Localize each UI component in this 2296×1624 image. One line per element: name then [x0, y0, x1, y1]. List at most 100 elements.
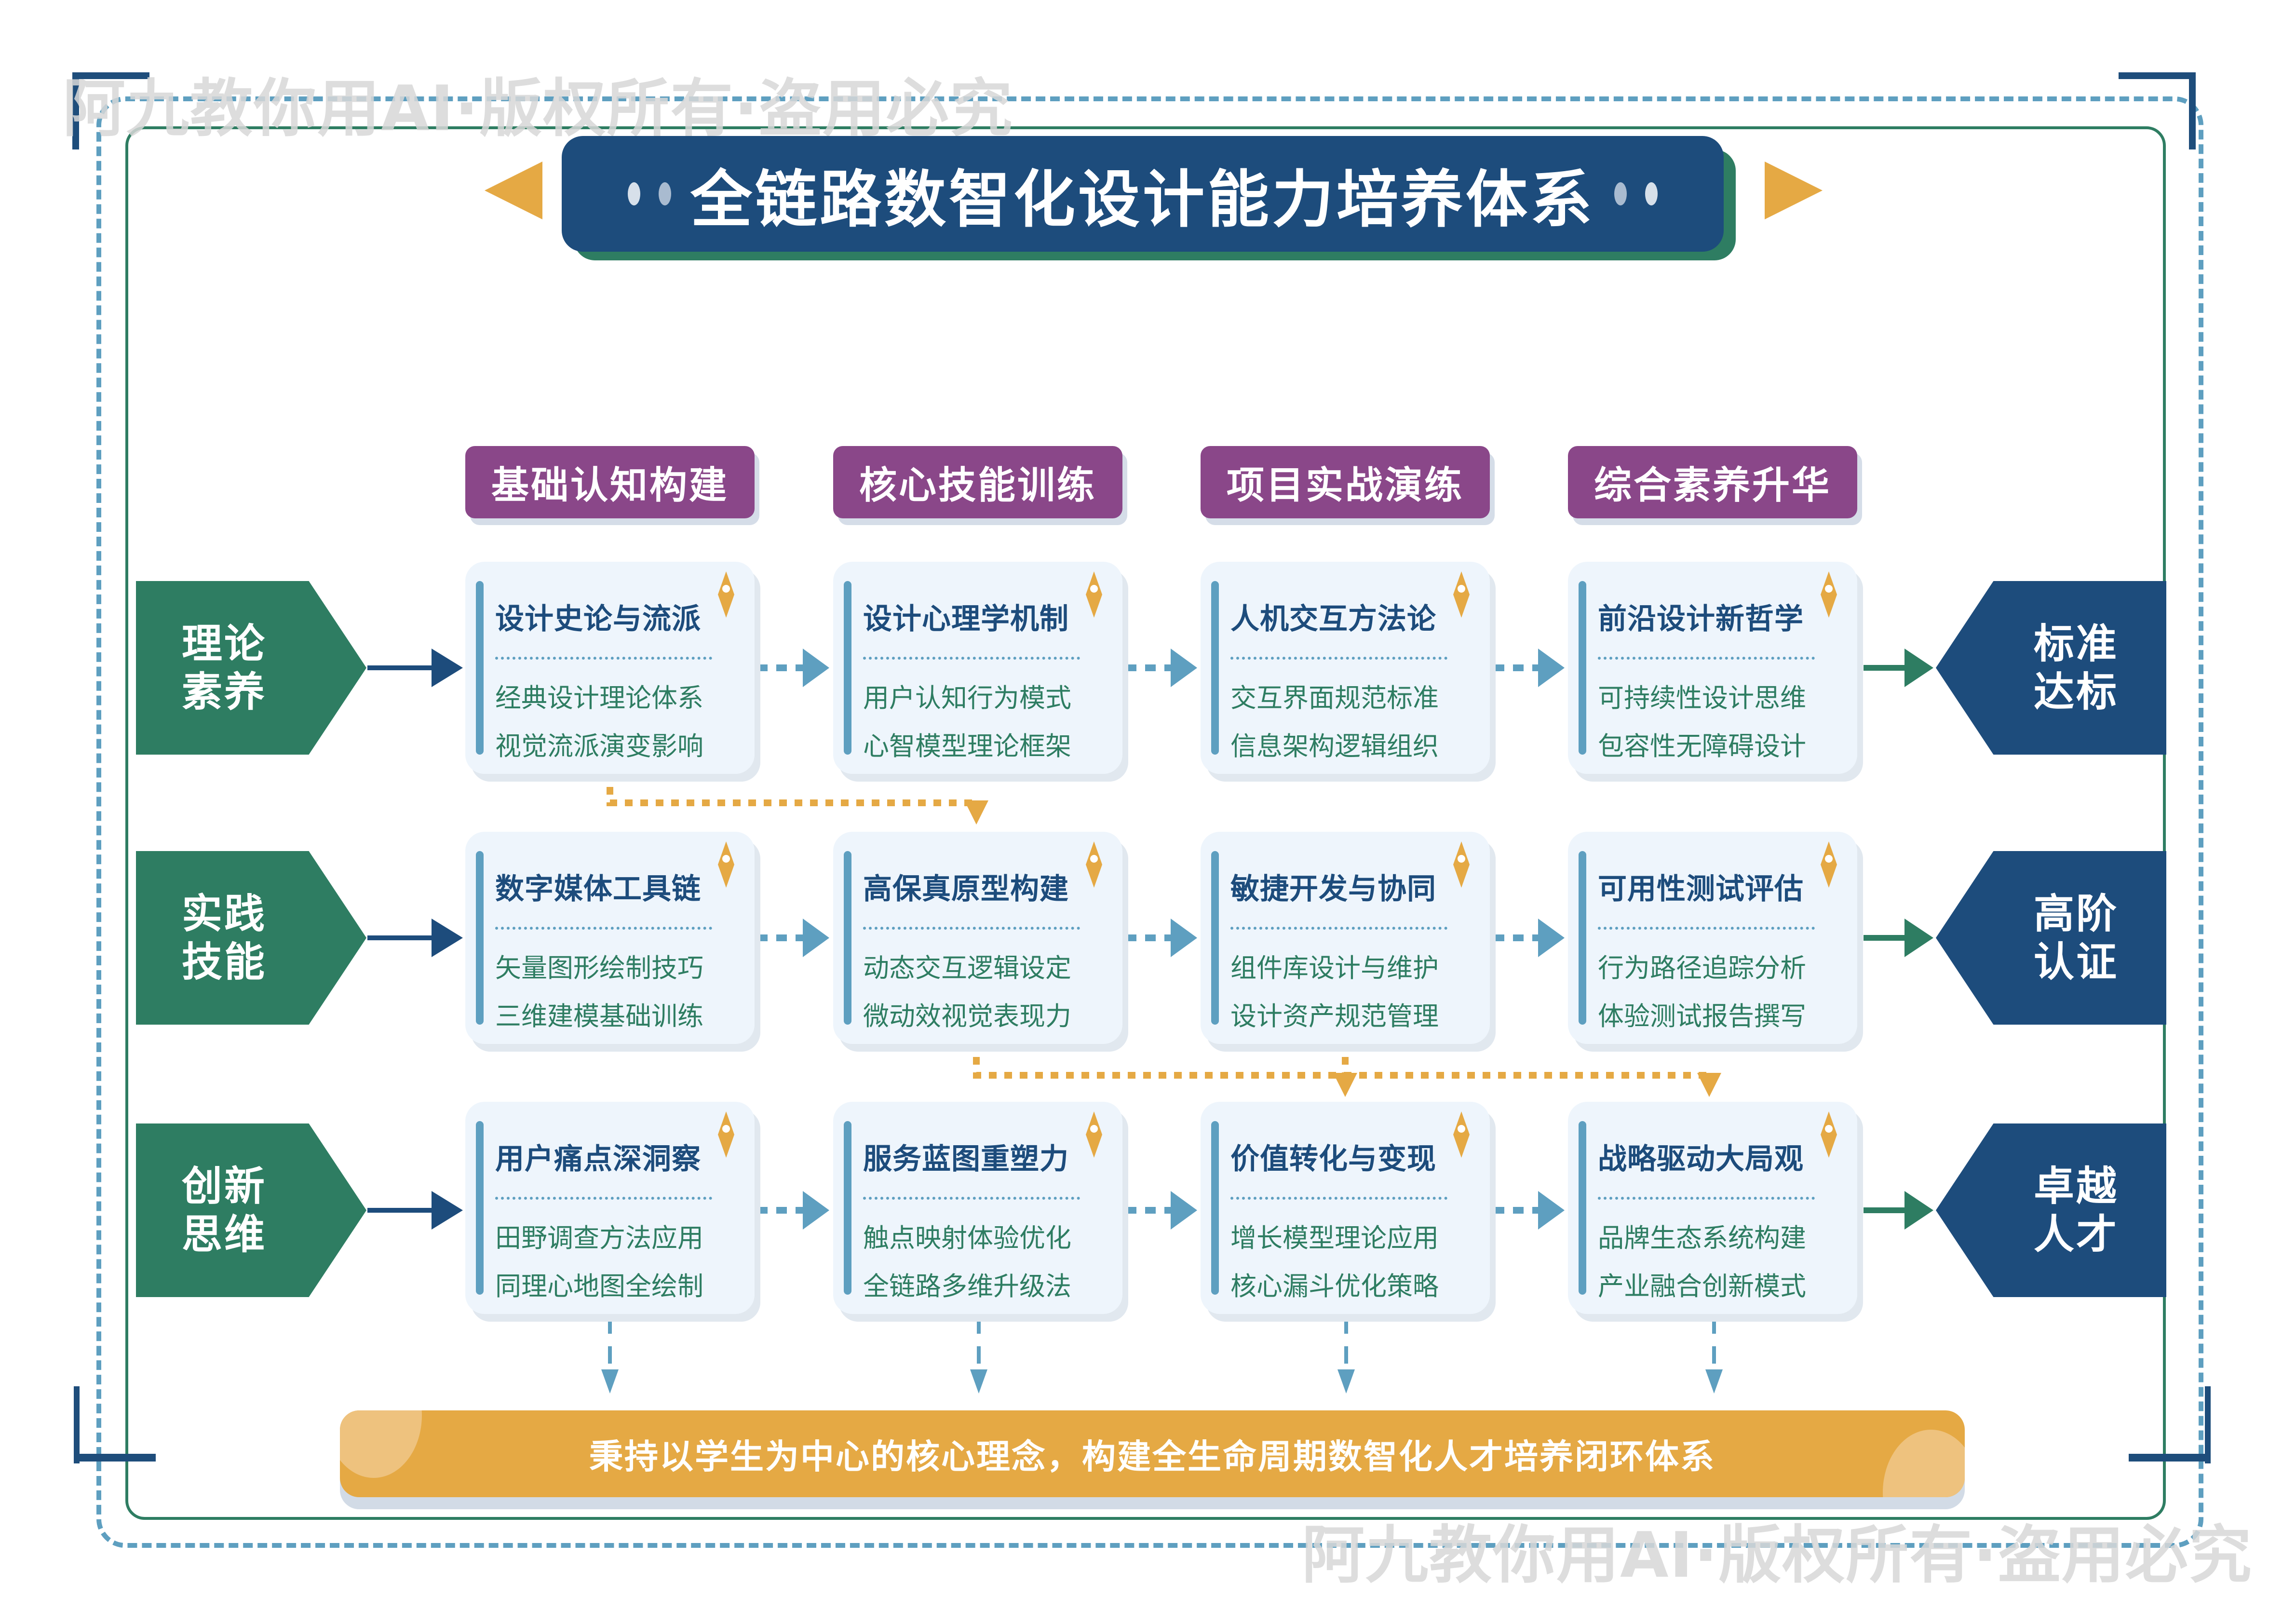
diamond-pin-icon	[1821, 1111, 1837, 1158]
card-accent-bar	[844, 851, 851, 1025]
card-title: 战略驱动大局观	[1598, 1142, 1804, 1176]
card-accent-bar	[1579, 1121, 1586, 1295]
card-usability-testing: 可用性测试评估 行为路径追踪分析 体验测试报告撰写	[1568, 832, 1857, 1044]
watermark-bottom: 阿九教你用AI·版权所有·盗用必究	[1302, 1518, 2253, 1592]
card-title: 服务蓝图重塑力	[863, 1142, 1069, 1176]
diamond-pin-icon	[718, 1111, 734, 1158]
card-item: 全链路多维升级法	[863, 1271, 1071, 1301]
card-strategic-vision: 战略驱动大局观 品牌生态系统构建 产业融合创新模式	[1568, 1102, 1857, 1314]
card-hifi-prototype: 高保真原型构建 动态交互逻辑设定 微动效视觉表现力	[833, 832, 1122, 1044]
card-item: 微动效视觉表现力	[863, 1001, 1071, 1031]
diamond-pin-icon	[1453, 841, 1470, 888]
outcome-label-excellent-talent: 卓越人才	[1936, 1123, 2166, 1297]
column-header-sublimation: 综合素养升华	[1568, 446, 1857, 518]
card-item: 三维建模基础训练	[495, 1001, 703, 1031]
card-accent-bar	[1211, 851, 1219, 1025]
card-divider	[863, 657, 1080, 660]
card-title: 高保真原型构建	[863, 872, 1069, 906]
row-label-theory: 理论素养	[136, 581, 366, 755]
footer-text: 秉持以学生为中心的核心理念，构建全生命周期数智化人才培养闭环体系	[589, 1436, 1715, 1476]
card-divider	[1598, 927, 1815, 930]
card-title: 敏捷开发与协同	[1230, 872, 1436, 906]
card-divider	[495, 927, 712, 930]
row-label-innovation: 创新思维	[136, 1123, 366, 1297]
column-header-project-practice: 项目实战演练	[1201, 446, 1490, 518]
card-digital-media-toolchain: 数字媒体工具链 矢量图形绘制技巧 三维建模基础训练	[465, 832, 755, 1044]
card-divider	[1598, 1197, 1815, 1200]
column-header-foundation: 基础认知构建	[465, 446, 755, 518]
diamond-pin-icon	[1821, 571, 1837, 618]
card-title: 人机交互方法论	[1230, 602, 1436, 636]
diamond-pin-icon	[1086, 1111, 1102, 1158]
title-dots-right-icon	[1614, 182, 1658, 205]
page-title: 全链路数智化设计能力培养体系	[690, 163, 1595, 236]
card-hci-methodology: 人机交互方法论 交互界面规范标准 信息架构逻辑组织	[1201, 562, 1490, 774]
card-item: 田野调查方法应用	[495, 1223, 703, 1253]
card-title: 价值转化与变现	[1230, 1142, 1436, 1176]
decorative-blob	[1883, 1430, 1965, 1497]
card-divider	[863, 927, 1080, 930]
card-title: 设计史论与流派	[495, 602, 701, 636]
title-dots-left-icon	[627, 182, 671, 205]
watermark-top: 阿九教你用AI·版权所有·盗用必究	[63, 72, 1013, 145]
card-accent-bar	[1211, 581, 1219, 755]
card-item: 用户认知行为模式	[863, 683, 1071, 713]
card-item: 增长模型理论应用	[1230, 1223, 1439, 1253]
card-value-conversion: 价值转化与变现 增长模型理论应用 核心漏斗优化策略	[1201, 1102, 1490, 1314]
card-item: 矢量图形绘制技巧	[495, 953, 703, 983]
diamond-pin-icon	[718, 571, 734, 618]
card-divider	[1598, 657, 1815, 660]
card-item: 品牌生态系统构建	[1598, 1223, 1806, 1253]
card-title: 用户痛点深洞察	[495, 1142, 701, 1176]
card-title: 前沿设计新哲学	[1598, 602, 1804, 636]
card-divider	[1230, 1197, 1447, 1200]
card-item: 组件库设计与维护	[1230, 953, 1439, 983]
card-accent-bar	[1579, 581, 1586, 755]
card-accent-bar	[476, 581, 484, 755]
inner-frame	[125, 126, 2166, 1520]
title-right-triangle-icon	[1765, 162, 1823, 219]
card-item: 视觉流派演变影响	[495, 731, 703, 761]
card-item: 可持续性设计思维	[1598, 683, 1806, 713]
card-service-blueprint: 服务蓝图重塑力 触点映射体验优化 全链路多维升级法	[833, 1102, 1122, 1314]
outcome-label-standard: 标准达标	[1936, 581, 2166, 755]
card-accent-bar	[1211, 1121, 1219, 1295]
card-item: 产业融合创新模式	[1598, 1271, 1806, 1301]
card-agile-collaboration: 敏捷开发与协同 组件库设计与维护 设计资产规范管理	[1201, 832, 1490, 1044]
title-left-triangle-icon	[485, 162, 542, 219]
card-divider	[1230, 927, 1447, 930]
card-frontier-philosophy: 前沿设计新哲学 可持续性设计思维 包容性无障碍设计	[1568, 562, 1857, 774]
arrow-down-icon	[601, 1316, 1723, 1394]
card-title: 数字媒体工具链	[495, 872, 701, 906]
card-item: 心智模型理论框架	[863, 731, 1071, 761]
card-item: 同理心地图全绘制	[495, 1271, 703, 1301]
card-divider	[1230, 657, 1447, 660]
card-item: 经典设计理论体系	[495, 683, 703, 713]
card-accent-bar	[844, 581, 851, 755]
arrow-right-icon	[1864, 649, 1933, 1230]
card-item: 触点映射体验优化	[863, 1223, 1071, 1253]
card-accent-bar	[476, 1121, 484, 1295]
card-divider	[863, 1197, 1080, 1200]
diamond-pin-icon	[1086, 841, 1102, 888]
card-item: 动态交互逻辑设定	[863, 953, 1071, 983]
orange-dotted-connector	[607, 771, 1709, 1079]
column-header-core-skills: 核心技能训练	[833, 446, 1122, 518]
diamond-pin-icon	[1821, 841, 1837, 888]
card-title: 可用性测试评估	[1598, 872, 1804, 906]
card-item: 核心漏斗优化策略	[1230, 1271, 1439, 1301]
card-title: 设计心理学机制	[863, 602, 1069, 636]
outer-dashed-frame	[96, 96, 2203, 1548]
diamond-pin-icon	[1453, 1111, 1470, 1158]
card-design-history: 设计史论与流派 经典设计理论体系 视觉流派演变影响	[465, 562, 755, 774]
card-accent-bar	[1579, 851, 1586, 1025]
outcome-label-advanced-cert: 高阶认证	[1936, 851, 2166, 1025]
card-divider	[495, 1197, 712, 1200]
dashed-arrow-right-icon	[757, 649, 1565, 1230]
row-label-practice: 实践技能	[136, 851, 366, 1025]
footer-banner: 秉持以学生为中心的核心理念，构建全生命周期数智化人才培养闭环体系	[340, 1410, 1965, 1497]
card-item: 行为路径追踪分析	[1598, 953, 1806, 983]
card-item: 包容性无障碍设计	[1598, 731, 1806, 761]
card-item: 信息架构逻辑组织	[1230, 731, 1439, 761]
